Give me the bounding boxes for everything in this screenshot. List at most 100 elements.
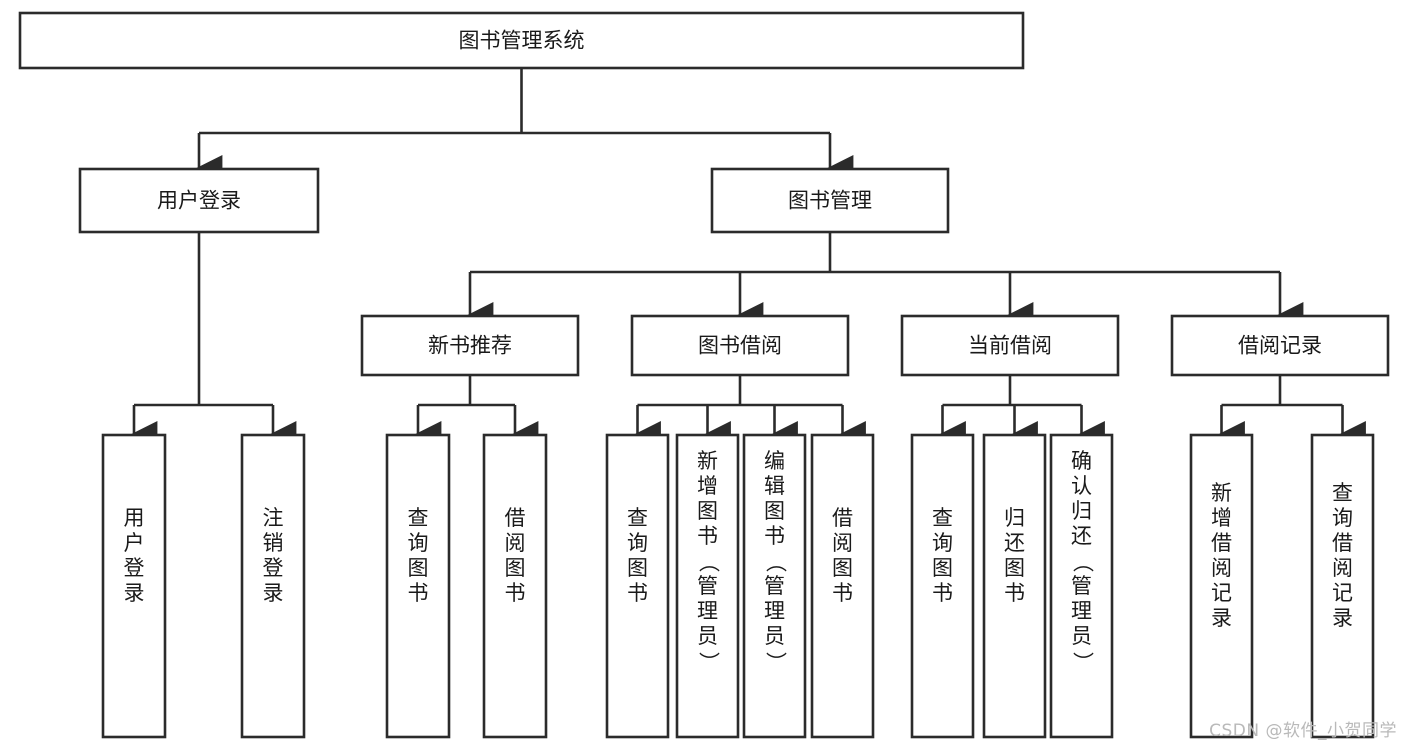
- svg-text:借: 借: [1332, 531, 1353, 555]
- svg-text:书: 书: [1004, 581, 1025, 605]
- node-leaf-borrow-book[interactable]: [810, 433, 875, 739]
- svg-text:图: 图: [505, 556, 526, 580]
- svg-text:询: 询: [408, 531, 429, 555]
- node-leaf-query-book-current[interactable]: [910, 433, 975, 739]
- svg-text:图: 图: [697, 499, 718, 523]
- svg-text:编: 编: [764, 449, 785, 473]
- svg-text:书: 书: [764, 524, 785, 548]
- svg-text:还: 还: [1004, 531, 1025, 555]
- svg-text:）: ）: [1071, 652, 1095, 673]
- svg-text:用: 用: [124, 506, 145, 530]
- node-leaf-query-book-borrow[interactable]: [605, 433, 670, 739]
- svg-text:借: 借: [832, 506, 853, 530]
- svg-text:书: 书: [505, 581, 526, 605]
- svg-text:阅: 阅: [1211, 556, 1232, 580]
- svg-text:图: 图: [408, 556, 429, 580]
- node-leaf-return-book[interactable]: [982, 433, 1047, 739]
- svg-text:归: 归: [1071, 499, 1092, 523]
- node-borrow-record[interactable]: [1170, 314, 1390, 377]
- svg-text:图: 图: [932, 556, 953, 580]
- svg-text:管: 管: [697, 574, 718, 598]
- svg-text:增: 增: [1211, 506, 1232, 530]
- svg-text:图: 图: [627, 556, 648, 580]
- svg-text:书: 书: [832, 581, 853, 605]
- svg-text:录: 录: [263, 581, 284, 605]
- svg-text:登: 登: [124, 556, 145, 580]
- svg-text:管: 管: [764, 574, 785, 598]
- svg-text:查: 查: [408, 506, 429, 530]
- node-leaf-confirm-return-admin[interactable]: [1049, 433, 1114, 739]
- svg-text:辑: 辑: [764, 474, 785, 498]
- svg-text:阅: 阅: [505, 531, 526, 555]
- node-current-borrow[interactable]: [900, 314, 1120, 377]
- svg-text:注: 注: [263, 506, 284, 530]
- csdn-watermark: CSDN @软件_小贺同学: [1209, 721, 1397, 741]
- connector-layer: [131, 68, 1366, 447]
- svg-text:书: 书: [627, 581, 648, 605]
- node-book-management[interactable]: [710, 167, 950, 234]
- svg-text:还: 还: [1071, 524, 1092, 548]
- node-user-login[interactable]: [78, 167, 320, 234]
- node-root-label: 图书管理系统: [459, 29, 585, 53]
- node-user-login-label: 用户登录: [157, 189, 241, 213]
- svg-text:（: （: [764, 552, 788, 573]
- svg-text:户: 户: [124, 531, 145, 555]
- node-book-borrow-label: 图书借阅: [698, 334, 782, 358]
- svg-text:查: 查: [1332, 481, 1353, 505]
- svg-text:归: 归: [1004, 506, 1025, 530]
- svg-text:员: 员: [697, 624, 718, 648]
- svg-text:）: ）: [764, 652, 788, 673]
- svg-text:记: 记: [1211, 581, 1232, 605]
- svg-text:查: 查: [627, 506, 648, 530]
- node-leaf-user-login[interactable]: [101, 433, 167, 739]
- label-layer: 图书管理系统用户登录图书管理新书推荐图书借阅当前借阅借阅记录用户登录注销登录查询…: [124, 29, 1354, 673]
- node-leaf-query-book-recommend[interactable]: [385, 433, 451, 739]
- svg-text:）: ）: [697, 652, 721, 673]
- svg-text:录: 录: [1211, 606, 1232, 630]
- node-book-borrow[interactable]: [630, 314, 850, 377]
- svg-text:（: （: [1071, 552, 1095, 573]
- svg-text:图: 图: [832, 556, 853, 580]
- node-leaf-logout[interactable]: [240, 433, 306, 739]
- svg-text:认: 认: [1071, 474, 1092, 498]
- svg-text:（: （: [697, 552, 721, 573]
- svg-text:销: 销: [263, 531, 284, 555]
- svg-text:阅: 阅: [1332, 556, 1353, 580]
- svg-text:书: 书: [932, 581, 953, 605]
- svg-text:询: 询: [932, 531, 953, 555]
- node-leaf-query-borrow-record[interactable]: [1310, 433, 1375, 739]
- svg-text:录: 录: [124, 581, 145, 605]
- svg-text:员: 员: [1071, 624, 1092, 648]
- node-current-borrow-label: 当前借阅: [968, 334, 1052, 358]
- svg-text:新: 新: [1211, 481, 1232, 505]
- svg-text:确: 确: [1071, 449, 1092, 473]
- svg-text:阅: 阅: [832, 531, 853, 555]
- svg-text:增: 增: [697, 474, 718, 498]
- node-root[interactable]: [18, 11, 1025, 70]
- node-leaf-add-borrow-record[interactable]: [1189, 433, 1254, 739]
- svg-text:询: 询: [1332, 506, 1353, 530]
- svg-text:书: 书: [408, 581, 429, 605]
- svg-text:登: 登: [263, 556, 284, 580]
- node-leaf-edit-book-admin[interactable]: [742, 433, 807, 739]
- node-leaf-borrow-book-recommend[interactable]: [482, 433, 548, 739]
- svg-text:记: 记: [1332, 581, 1353, 605]
- node-book-management-label: 图书管理: [788, 189, 872, 213]
- node-leaf-add-book-admin[interactable]: [675, 433, 740, 739]
- svg-text:理: 理: [764, 599, 785, 623]
- svg-text:新: 新: [697, 449, 718, 473]
- svg-text:图: 图: [764, 499, 785, 523]
- node-new-book-recommend[interactable]: [360, 314, 580, 377]
